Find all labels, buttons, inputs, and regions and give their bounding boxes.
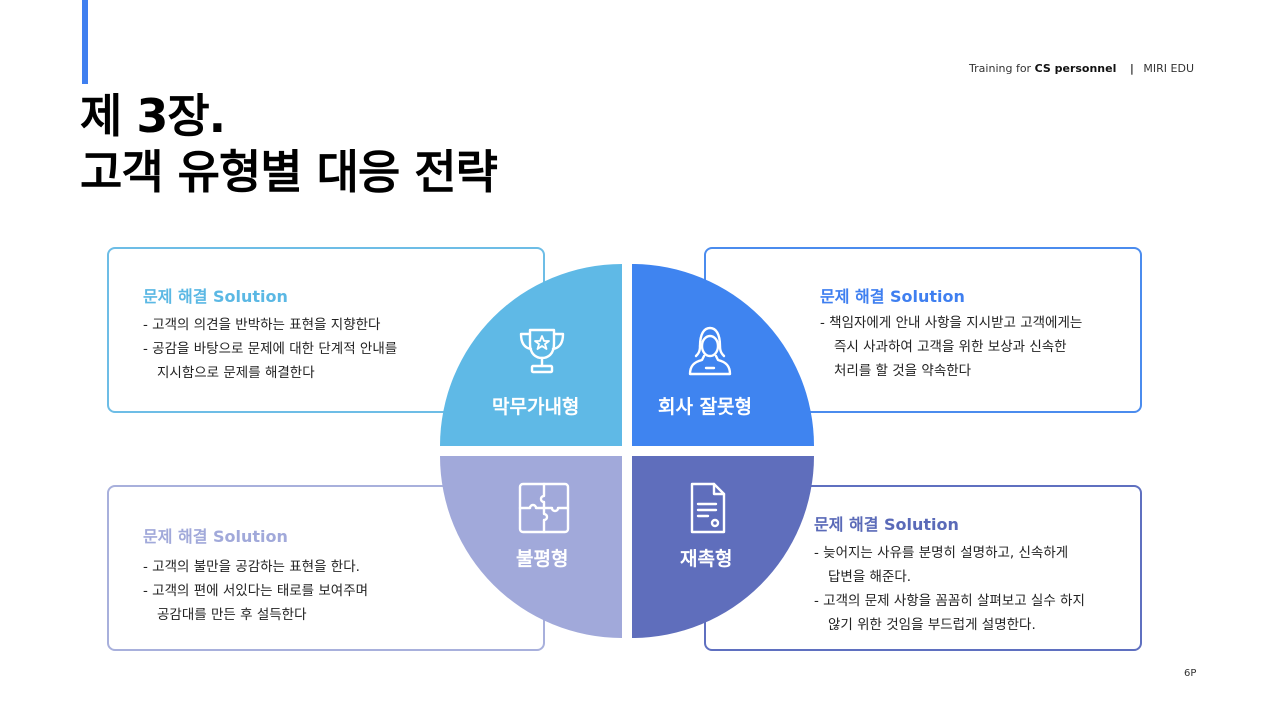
solution-title: 문제 해결 Solution xyxy=(143,287,288,306)
quadrant-label: 회사 잘못형 xyxy=(658,396,753,418)
solution-item: 고객의 편에 서있다는 태로를 보여주며 공감대를 만든 후 설득한다 xyxy=(143,579,443,627)
solution-list: 고객의 의견을 반박하는 표현을 지향한다 공감을 바탕으로 문제에 대한 단계… xyxy=(143,313,443,385)
document-icon xyxy=(690,482,726,534)
solution-title: 문제 해결 Solution xyxy=(143,527,288,546)
puzzle-icon xyxy=(518,482,570,534)
quadrant-urging: 재촉형 xyxy=(632,456,814,638)
solution-list: 고객의 불만을 공감하는 표현을 한다. 고객의 편에 서있다는 태로를 보여주… xyxy=(143,555,443,627)
page-title: 제 3장. 고객 유형별 대응 전략 xyxy=(80,88,498,200)
solution-card-bl: 문제 해결 Solution 고객의 불만을 공감하는 표현을 한다. 고객의 … xyxy=(107,485,545,651)
solution-title: 문제 해결 Solution xyxy=(814,515,959,534)
solution-title: 문제 해결 Solution xyxy=(820,287,965,306)
solution-card-tl: 문제 해결 Solution 고객의 의견을 반박하는 표현을 지향한다 공감을… xyxy=(107,247,545,413)
header-brand: MIRI EDU xyxy=(1143,62,1194,75)
header-meta: Training for CS personnel | MIRI EDU xyxy=(969,62,1194,75)
page-number: 6P xyxy=(1184,668,1197,679)
solution-item: 늦어지는 사유를 분명히 설명하고, 신속하게 답변을 해준다. xyxy=(814,541,1134,589)
header-separator: | xyxy=(1129,62,1134,75)
page-title-line1: 제 3장. xyxy=(80,89,226,143)
solution-item: 고객의 문제 사항을 꼼꼼히 살펴보고 실수 하지 않기 위한 것임을 부드럽게… xyxy=(814,589,1134,637)
agent-person-icon xyxy=(688,326,732,376)
customer-type-circle: 막무가내형 회사 잘못형 불평형 재촉형 xyxy=(440,264,814,638)
solution-item: 공감을 바탕으로 문제에 대한 단계적 안내를 지시함으로 문제를 해결한다 xyxy=(143,337,443,385)
quadrant-label: 막무가내형 xyxy=(492,396,580,418)
quadrant-pushy: 막무가내형 xyxy=(440,264,622,446)
quadrant-label: 불평형 xyxy=(516,548,569,570)
quadrant-label: 재촉형 xyxy=(680,548,733,570)
page-title-line2: 고객 유형별 대응 전략 xyxy=(80,145,498,199)
solution-list: 늦어지는 사유를 분명히 설명하고, 신속하게 답변을 해준다. 고객의 문제 … xyxy=(814,541,1134,637)
accent-bar xyxy=(82,0,88,84)
solution-item: 고객의 의견을 반박하는 표현을 지향한다 xyxy=(143,313,443,337)
header-highlight: CS personnel xyxy=(1034,62,1117,75)
quadrant-company-fault: 회사 잘못형 xyxy=(632,264,814,446)
header-prefix: Training for xyxy=(969,62,1032,75)
solution-item: 고객의 불만을 공감하는 표현을 한다. xyxy=(143,555,443,579)
solution-item: 책임자에게 안내 사항을 지시받고 고객에게는 즉시 사과하여 고객을 위한 보… xyxy=(820,311,1130,383)
solution-list: 책임자에게 안내 사항을 지시받고 고객에게는 즉시 사과하여 고객을 위한 보… xyxy=(820,311,1130,383)
quadrant-complaining: 불평형 xyxy=(440,456,622,638)
trophy-icon xyxy=(519,328,565,374)
